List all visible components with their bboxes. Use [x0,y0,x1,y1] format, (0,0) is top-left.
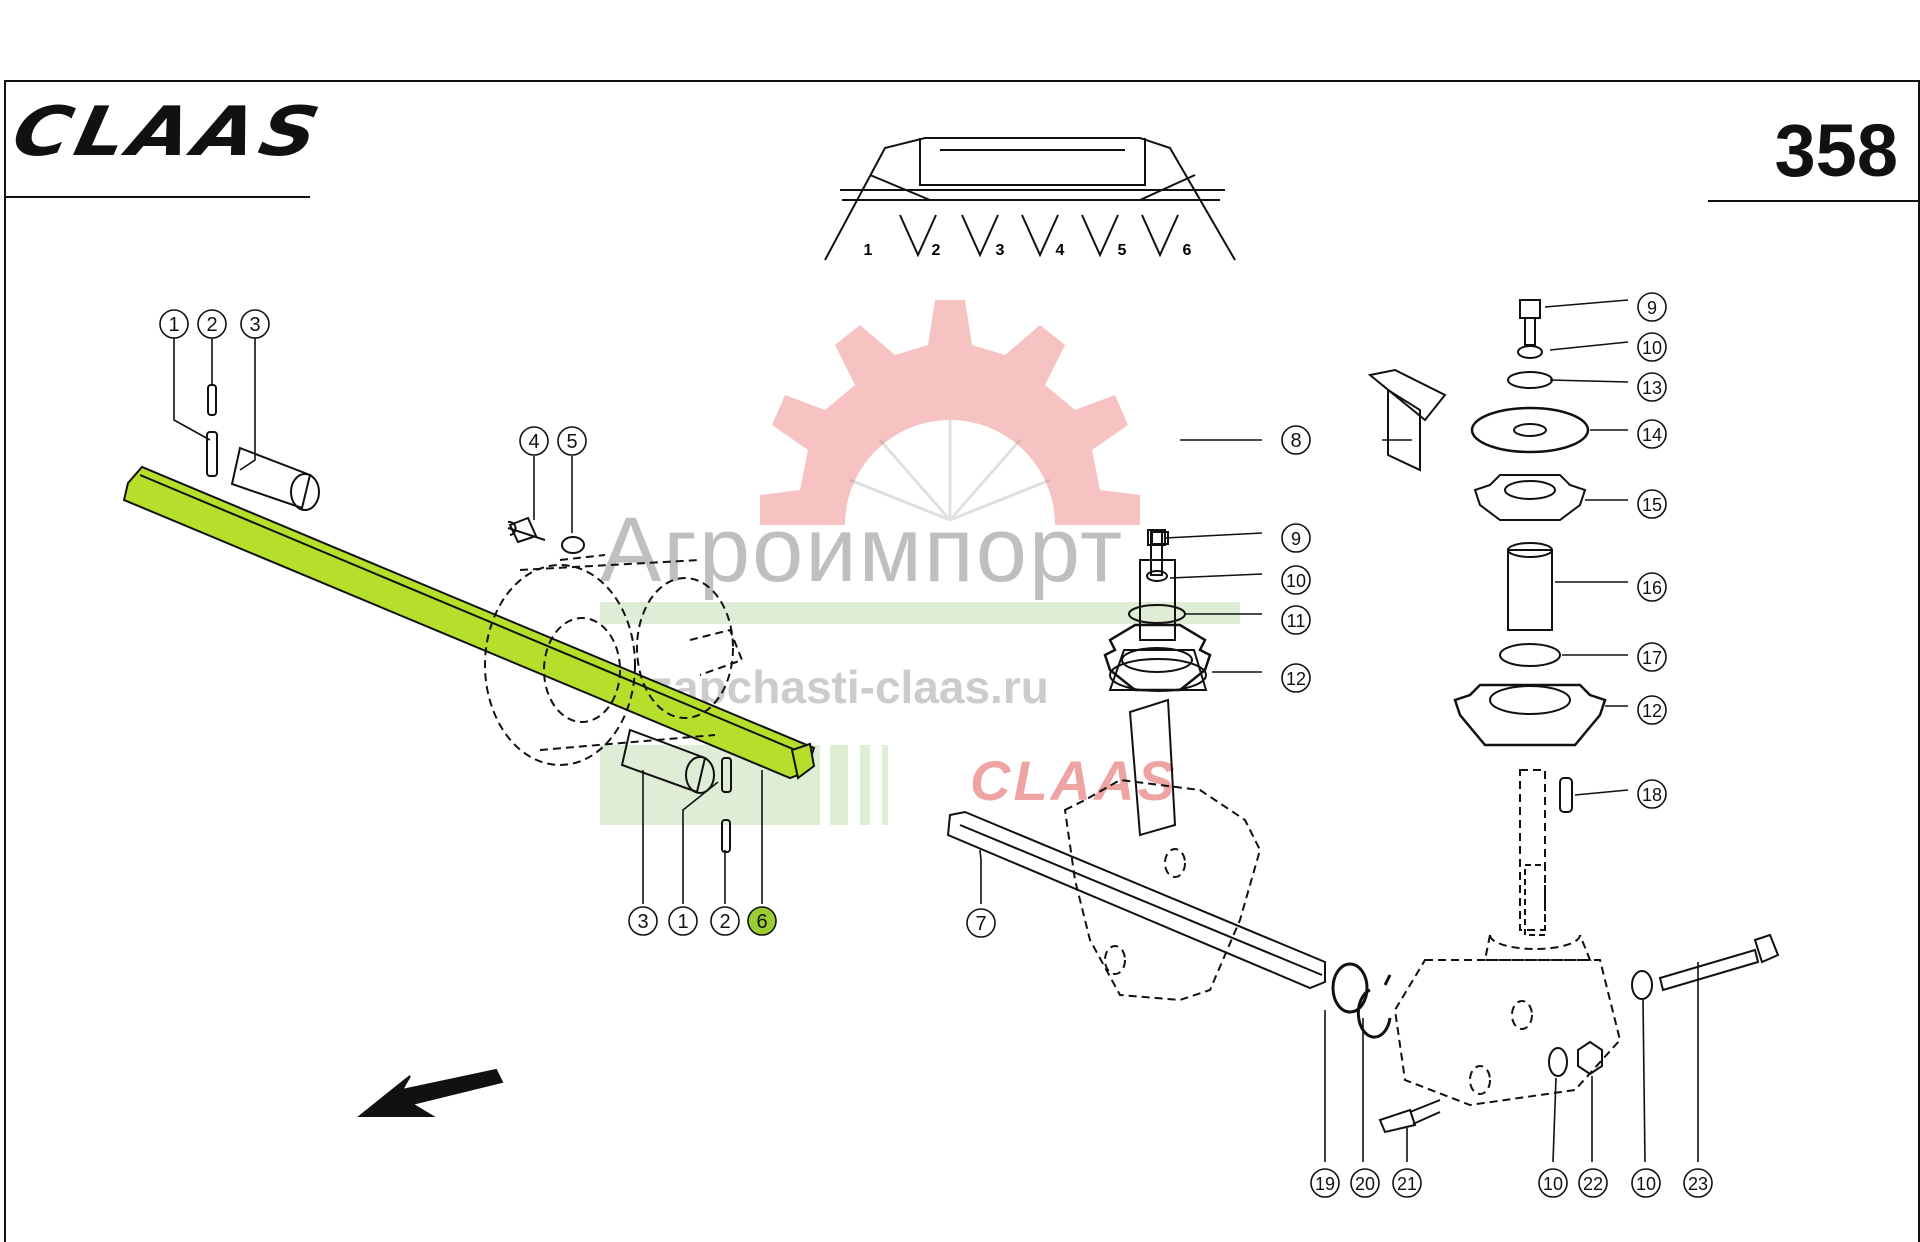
callout-number[interactable]: 1 [168,314,179,336]
row-label: 3 [996,242,1005,259]
row-label: 2 [932,242,941,259]
callout-number[interactable]: 1 [677,911,688,933]
row-label: 4 [1056,242,1065,259]
callout-number[interactable]: 12 [1642,701,1662,721]
direction-arrow-icon [357,1068,504,1117]
pins-and-sleeves [206,384,732,853]
highlighted-hex-shaft [122,465,816,780]
callout-number[interactable]: 14 [1642,425,1662,445]
row-label: 6 [1183,242,1192,259]
callout-number[interactable]: 10 [1642,338,1662,358]
callout-number[interactable]: 2 [719,911,730,933]
callout-number[interactable]: 15 [1642,495,1662,515]
callout-number[interactable]: 7 [975,913,986,935]
row-label: 1 [864,242,873,259]
callout-number[interactable]: 9 [1291,529,1301,549]
callout-number[interactable]: 3 [249,314,260,336]
bracket-plate [1367,368,1447,472]
callout-number[interactable]: 8 [1290,430,1301,452]
page-number: 358 [1774,109,1898,192]
callout-number[interactable]: 23 [1688,1174,1708,1194]
callout-number[interactable]: 10 [1636,1174,1656,1194]
watermark-brand: CLAAS [970,749,1178,812]
housing-outline [484,554,744,766]
callout-number[interactable]: 2 [206,314,217,336]
callout-number[interactable]: 3 [637,911,648,933]
watermark-url: zapchasti-claas.ru [650,661,1049,713]
callout-number[interactable]: 5 [566,431,577,453]
callout-number[interactable]: 22 [1583,1174,1603,1194]
middle-gearbox [946,559,1326,1002]
callout-number-highlighted[interactable]: 6 [756,911,767,933]
callout-number[interactable]: 10 [1543,1174,1563,1194]
logo-underline [4,196,310,198]
callout-number[interactable]: 4 [528,431,539,453]
callout-number[interactable]: 13 [1642,378,1662,398]
callout-number[interactable]: 10 [1286,571,1306,591]
callout-number[interactable]: 17 [1642,648,1662,668]
fasteners-group [508,516,1780,1134]
callout-number[interactable]: 11 [1287,611,1306,631]
callout-number[interactable]: 18 [1642,785,1662,805]
callout-number[interactable]: 9 [1647,298,1657,318]
page-number-underline [1708,200,1918,202]
callout-number[interactable]: 19 [1315,1174,1335,1194]
header-overview-icon [824,137,1236,261]
callout-number[interactable]: 21 [1397,1174,1417,1194]
callout-number[interactable]: 16 [1642,578,1662,598]
callout-number[interactable]: 20 [1355,1174,1375,1194]
leader-lines [173,299,1699,1163]
middle-sprocket [1103,529,1212,692]
drawing-frame [4,80,1920,1242]
callout-number[interactable]: 12 [1286,669,1306,689]
row-label: 5 [1118,242,1127,259]
watermark-company: Агроимпорт [600,499,1125,601]
right-sprocket-stack [1393,299,1622,1107]
